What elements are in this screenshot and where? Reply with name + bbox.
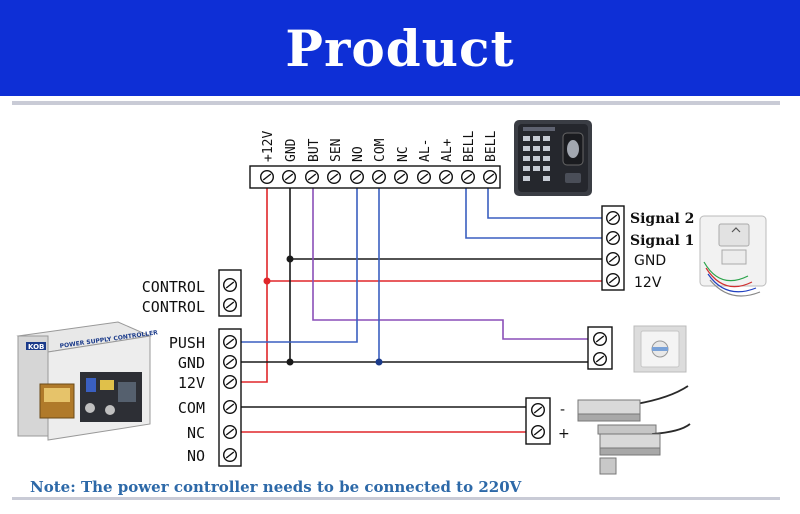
doorbell-label-12v: 12V xyxy=(634,275,662,291)
terminal-label-al-minus: AL- xyxy=(418,139,433,162)
power-terminal-block xyxy=(218,328,242,467)
exit-button-terminal-block xyxy=(587,326,613,370)
wires xyxy=(240,187,606,433)
power-label-push: PUSH xyxy=(169,334,205,352)
exit-button-icon xyxy=(633,325,687,373)
fingerprint-keypad-icon xyxy=(514,120,592,196)
doorbell-label-signal-2: Signal 2 xyxy=(630,211,694,227)
top-terminal-block xyxy=(249,165,501,189)
power-supply-brand: KOB xyxy=(28,343,44,351)
wire-gnd-black xyxy=(240,187,291,363)
terminal-label-no: NO xyxy=(351,146,366,162)
lock-terminal-block xyxy=(525,397,551,445)
lock-plus-label: + xyxy=(558,426,570,442)
top-terminal-labels: +12V GND BUT SEN NO COM NC AL- AL+ BELL … xyxy=(261,131,499,162)
page-title: Product xyxy=(285,18,515,78)
terminal-label-sen: SEN xyxy=(329,139,344,162)
doorbell-label-signal-1: Signal 1 xyxy=(630,233,694,249)
junction-dots xyxy=(263,255,383,366)
terminal-label-al-plus: AL+ xyxy=(440,138,455,162)
doorbell-device-icon xyxy=(699,215,767,297)
power-supply-controller-icon: POWER SUPPLY CONTROLLER KOB xyxy=(16,321,159,441)
power-label-com: COM xyxy=(178,399,205,417)
magnetic-lock-icon xyxy=(577,385,691,475)
terminal-label-com: COM xyxy=(373,138,388,162)
power-label-gnd: GND xyxy=(178,354,205,372)
power-label-nc: NC xyxy=(187,424,205,442)
terminal-label-but: BUT xyxy=(307,138,322,162)
doorbell-label-gnd: GND xyxy=(634,253,666,269)
terminal-label-bell-2: BELL xyxy=(484,131,499,162)
wire-bell-1 xyxy=(465,187,606,239)
lock-minus-label: - xyxy=(560,402,565,418)
terminal-label-gnd: GND xyxy=(284,138,299,162)
power-label-no: NO xyxy=(187,447,205,465)
wire-12v-red xyxy=(240,187,268,383)
doorbell-terminal-block xyxy=(601,205,625,291)
wire-no-blue xyxy=(240,187,358,343)
terminal-label-12v: +12V xyxy=(261,131,276,162)
wire-bell-2 xyxy=(487,187,606,219)
power-note: Note: The power controller needs to be c… xyxy=(30,478,522,496)
terminal-label-bell-1: BELL xyxy=(462,131,477,162)
control-label-1: CONTROL xyxy=(142,278,205,296)
power-label-12v: 12V xyxy=(178,374,205,392)
top-divider xyxy=(12,101,780,105)
wire-but-purple xyxy=(312,187,590,340)
terminal-label-nc: NC xyxy=(396,146,411,162)
control-label-2: CONTROL xyxy=(142,298,205,316)
bottom-divider xyxy=(12,497,780,500)
control-terminal-block xyxy=(218,269,242,317)
header-banner: Product xyxy=(0,0,800,96)
